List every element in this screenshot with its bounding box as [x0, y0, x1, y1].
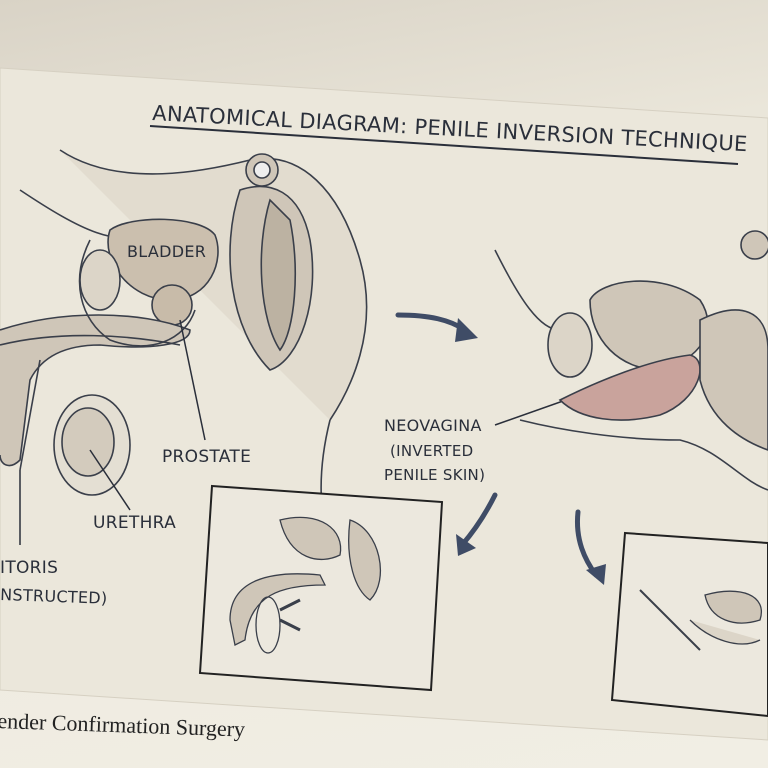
inset-surgical-step-1 [198, 484, 444, 692]
label-neovagina-line2: (INVERTED [390, 442, 473, 460]
label-clitoris-line1: ITORIS [0, 558, 58, 578]
label-bladder: BLADDER [127, 242, 206, 261]
label-neovagina-line1: NEOVAGINA [384, 416, 482, 435]
label-neovagina-line3: PENILE SKIN) [384, 466, 485, 484]
neovagina-anatomy-illustration [494, 230, 768, 491]
title-underline [149, 125, 739, 165]
label-clitoris-line2: NSTRUCTED) [0, 585, 108, 608]
arrow-right-head [455, 318, 478, 342]
arrow-down-head [586, 564, 606, 585]
label-urethra: URETHRA [93, 513, 176, 533]
label-prostate: PROSTATE [162, 447, 251, 467]
inset-surgical-step-2 [610, 531, 768, 718]
male-anatomy-illustration [0, 149, 368, 561]
arrow-down-left-head [456, 534, 476, 556]
